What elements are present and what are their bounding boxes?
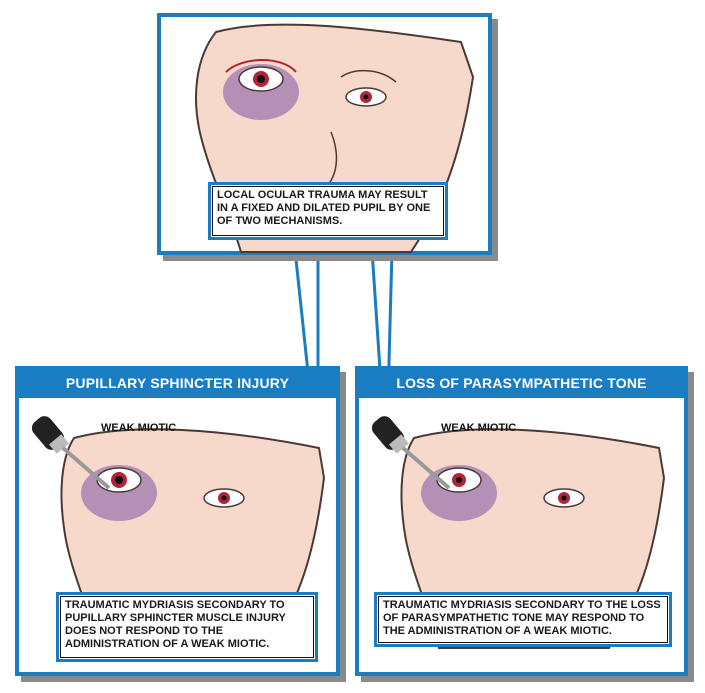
top-panel: LOCAL OCULAR TRAUMA MAY RESULT IN A FIXE… — [157, 13, 492, 255]
top-caption-box: LOCAL OCULAR TRAUMA MAY RESULT IN A FIXE… — [208, 182, 448, 240]
right-dropper-label: WEAK MIOTIC — [441, 422, 517, 434]
left-caption-text: TRAUMATIC MYDRIASIS SECONDARY TO PUPILLA… — [65, 599, 286, 650]
dropper-icon — [371, 416, 451, 490]
dropper-icon — [31, 416, 111, 490]
left-panel-title: PUPILLARY SPHINCTER INJURY — [19, 370, 336, 398]
left-panel: PUPILLARY SPHINCTER INJURY WEAK MIOTIC T… — [15, 366, 340, 676]
left-dropper-label: WEAK MIOTIC — [101, 422, 177, 434]
top-caption-text: LOCAL OCULAR TRAUMA MAY RESULT IN A FIXE… — [217, 189, 431, 227]
right-caption-text: TRAUMATIC MYDRIASIS SECONDARY TO THE LOS… — [383, 599, 661, 637]
right-caption-box: TRAUMATIC MYDRIASIS SECONDARY TO THE LOS… — [374, 592, 672, 647]
right-panel-title: LOSS OF PARASYMPATHETIC TONE — [359, 370, 684, 398]
left-caption-box: TRAUMATIC MYDRIASIS SECONDARY TO PUPILLA… — [56, 592, 318, 662]
right-panel: LOSS OF PARASYMPATHETIC TONE WEAK MIOTIC… — [355, 366, 688, 676]
